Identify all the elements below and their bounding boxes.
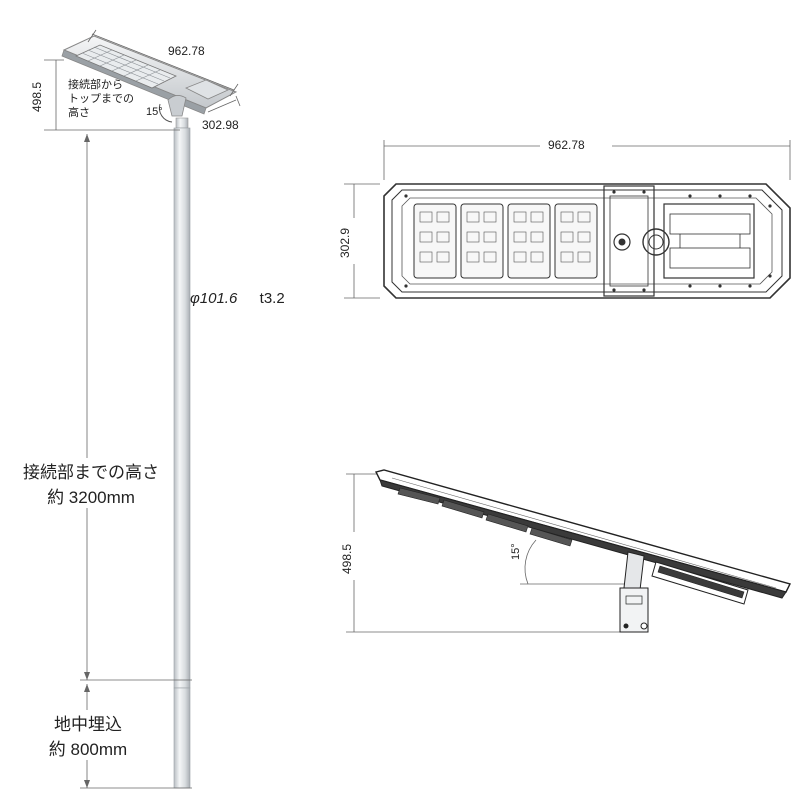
dim-plan-width [383,140,791,180]
side-view [346,469,792,633]
led-module [413,203,457,279]
pole-upper [175,117,189,129]
angle-arc-pole [158,103,173,123]
side-panel [374,469,792,599]
pole-buried [173,687,191,789]
dim-plan-depth [344,183,380,299]
buried-label: 地中埋込 [54,715,122,734]
pole-top-depth-label: 302.98 [202,118,239,132]
plan-bracket [603,185,670,297]
dim-top-height [44,59,180,131]
top-view [344,140,791,299]
led-module [554,203,598,279]
pole-angle-label: 15° [146,106,163,118]
led-modules [413,203,598,279]
height-value: 約 3200mm [47,488,135,507]
connection-note-line: 接続部から [68,79,123,91]
dim-side-height [346,473,640,633]
side-battery [651,561,749,605]
side-angle-label: 15° [510,543,522,560]
pole-top-height-label: 498.5 [30,81,44,112]
side-mount [619,551,649,633]
connection-note-line: 高さ [68,107,90,119]
pole-top-width-label: 962.78 [168,44,205,58]
buried-label-block: 地中埋込 約 800mm [28,710,148,760]
lamp-head-3d [61,35,238,117]
side-angle-guide [520,539,626,585]
dim-top-depth [207,95,241,113]
connection-note: 接続部から トップまでの 高さ [68,78,134,120]
side-fins [397,487,573,547]
pole-spec-thickness: t3.2 [259,290,285,307]
height-label-block: 接続部までの高さ 約 3200mm [16,458,166,508]
pole-shaft [173,127,191,689]
plan-width-label: 962.78 [548,138,585,152]
height-label: 接続部までの高さ [23,463,159,482]
pole-spec: φ101.6 t3.2 [190,290,285,309]
pole-spec-diameter: φ101.6 [190,290,238,307]
plan-battery [663,203,755,279]
dim-top-width [87,29,239,97]
led-module [460,203,504,279]
connection-note-line: トップまでの [68,93,134,105]
dim-pole-height [80,134,192,681]
led-module [507,203,551,279]
plan-depth-label: 302.9 [338,227,352,258]
buried-value: 約 800mm [48,740,128,759]
side-height-label: 498.5 [340,543,354,574]
pole-view [44,29,241,789]
